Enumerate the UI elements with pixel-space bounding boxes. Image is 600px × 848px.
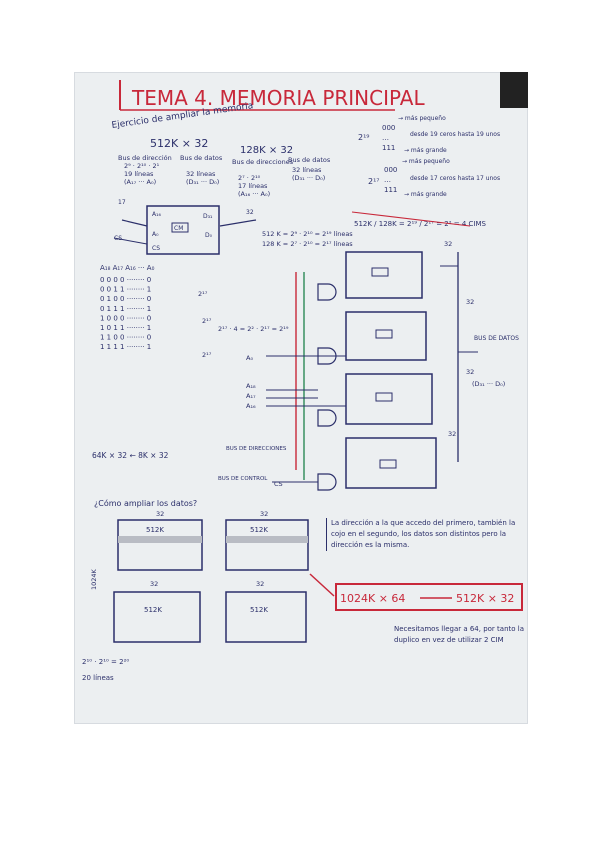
lines-19: 19 líneas — [124, 170, 154, 178]
tt-row: 1 0 1 1 ········ 1 — [100, 324, 151, 332]
pow-128: 2⁷ · 2¹⁰ — [238, 174, 261, 182]
range-data-512: (D₃₁ ··· D₀) — [186, 178, 219, 186]
tt-row: 1 1 1 1 ········ 1 — [100, 343, 151, 351]
row-a2: 111 — [382, 144, 395, 152]
chip-out32: 32 — [246, 209, 254, 216]
w32-a: 32 — [156, 510, 164, 518]
memory-bank — [266, 252, 478, 490]
bank-data-range: (D₃₁ ··· D₀) — [472, 380, 505, 388]
more-big-b: → más grande — [404, 191, 447, 198]
bank-n32-d: 32 — [448, 430, 456, 438]
bank-a0: A₀ — [246, 354, 253, 362]
more-small-b: → más pequeño — [402, 158, 450, 165]
chip-a16: A₁₆ — [152, 211, 162, 218]
blk-d: 512K — [250, 606, 268, 614]
row-a0: 000 — [382, 124, 395, 132]
bank-a16: A₁₆ — [246, 402, 256, 410]
range-data-128: (D₃₁ ··· D₀) — [292, 174, 325, 182]
bank-a18: A₁₈ — [246, 382, 256, 390]
row-b0: 000 — [384, 166, 397, 174]
tt-row: 1 0 0 0 ········ 0 — [100, 314, 151, 322]
need-note: Necesitamos llegar a 64, por tanto la du… — [394, 624, 524, 646]
w32-d: 32 — [256, 580, 264, 588]
bank-conv: 64K × 32 ← 8K × 32 — [92, 451, 169, 460]
size-512: 512K × 32 — [150, 137, 208, 150]
bus-dir-512: Bus de dirección — [118, 154, 172, 162]
ratio-frac: 512K / 128K = 2¹⁹ / 2¹⁷ = 2² = 4 CIMS — [354, 220, 487, 228]
ratio-line1: 512 K = 2⁹ · 2¹⁰ = 2¹⁹ líneas — [262, 230, 353, 238]
bus-dir-128: Bus de direcciones — [232, 158, 294, 166]
bank-n32-b: 32 — [466, 298, 474, 306]
bus-datos-512: Bus de datos — [180, 154, 223, 162]
blk-b: 512K — [250, 526, 268, 534]
bus-datos-128: Bus de datos — [288, 156, 331, 164]
tt-pow17-c: 2¹⁷ — [202, 351, 212, 359]
bank-n32-a: 32 — [444, 240, 452, 248]
chip-cm: CM — [174, 225, 183, 232]
range-addr-512: (A₁₇ ··· A₀) — [124, 178, 156, 186]
result-right: 512K × 32 — [456, 592, 514, 605]
bank-bus-datos: BUS DE DATOS — [474, 335, 519, 342]
bank-n32-c: 32 — [466, 368, 474, 376]
lines-32b: 32 líneas — [292, 166, 322, 174]
chip-cs: CS — [152, 245, 160, 252]
desde-17: desde 17 ceros hasta 17 unos — [410, 175, 500, 182]
chip-d31: D₃₁ — [203, 213, 213, 220]
chip-cs-label: CS — [114, 235, 122, 242]
tt-header: A₁₈ A₁₇ A₁₆ ··· A₀ — [100, 264, 155, 272]
result-left: 1024K × 64 — [340, 592, 405, 605]
more-big-a: → más grande — [404, 147, 447, 154]
two-17: 2¹⁷ — [368, 177, 380, 186]
range-addr-128: (A₁₆ ··· A₀) — [238, 190, 270, 198]
w32-b: 32 — [260, 510, 268, 518]
side-1024: 1024K — [90, 568, 98, 590]
chip-d0: D₀ — [205, 232, 213, 239]
tt-row: 0 0 0 0 ········ 0 — [100, 276, 151, 284]
lines-17: 17 líneas — [238, 182, 268, 190]
two-19: 2¹⁹ — [358, 133, 370, 142]
row-b1: … — [384, 176, 391, 184]
row-a1: … — [382, 134, 389, 142]
blk-c: 512K — [144, 606, 162, 614]
question: ¿Cómo ampliar los datos? — [94, 498, 197, 508]
page-title: TEMA 4. MEMORIA PRINCIPAL — [131, 86, 425, 110]
blk-a: 512K — [146, 526, 164, 534]
desde-19: desde 19 ceros hasta 19 unos — [410, 131, 500, 138]
tt-row: 0 1 0 0 ········ 0 — [100, 295, 151, 303]
bank-cs: CS — [274, 480, 283, 488]
row-b2: 111 — [384, 186, 397, 194]
w32-c: 32 — [150, 580, 158, 588]
lines-32: 32 líneas — [186, 170, 216, 178]
size-128: 128K × 32 — [240, 145, 293, 156]
tt-pow17-b: 2¹⁷ — [202, 317, 212, 325]
bank-bus-dir: BUS DE DIRECCIONES — [226, 446, 287, 452]
tt-sum: 2¹⁷ · 4 = 2² · 2¹⁷ = 2¹⁹ — [218, 325, 289, 333]
more-small-a: → más pequeño — [398, 115, 446, 122]
tt-row: 0 0 1 1 ········ 1 — [100, 286, 151, 294]
lines-20: 20 líneas — [82, 674, 114, 682]
tt-row: 0 1 1 1 ········ 1 — [100, 305, 151, 313]
tt-pow17-a: 2¹⁷ — [198, 290, 208, 298]
chip-in17: 17 — [118, 199, 126, 206]
pow-512: 2⁹ · 2¹⁰ · 2¹ — [124, 162, 160, 170]
ratio-line2: 128 K = 2⁷ · 2¹⁰ = 2¹⁷ líneas — [262, 240, 353, 248]
bank-a17: A₁₇ — [246, 392, 256, 400]
bank-bus-ctrl: BUS DE CONTROL — [218, 476, 268, 482]
chip-a0: A₀ — [152, 231, 159, 238]
tt-row: 1 1 0 0 ········ 0 — [100, 334, 151, 342]
truth-table: 0 0 0 0 ········ 00 0 1 1 ········ 10 1 … — [100, 276, 151, 351]
explain-note: La dirección a la que accedo del primero… — [326, 518, 527, 551]
pow-20: 2¹⁰ · 2¹⁰ = 2²⁰ — [82, 658, 129, 666]
